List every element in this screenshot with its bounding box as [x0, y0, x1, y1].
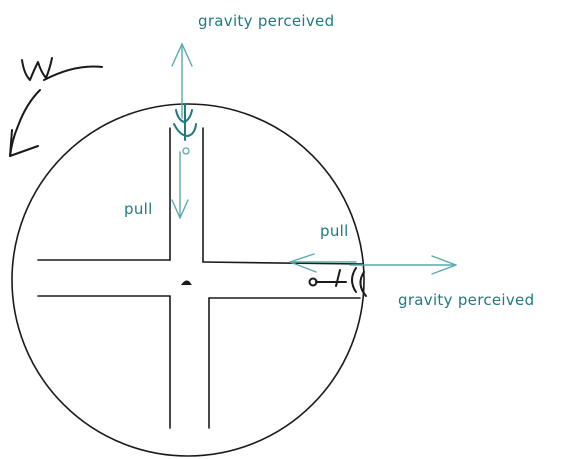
rotation-arrow: [9, 65, 103, 157]
arrowhead: [431, 255, 457, 275]
figure-top: [173, 103, 197, 155]
center-hub: [180, 280, 192, 285]
corridor-wall: [202, 261, 363, 265]
omega-glyph: [21, 57, 53, 81]
gravity-perceived-top-label: gravity perceived: [198, 12, 335, 30]
figure-right: [308, 267, 367, 297]
station-ring: [11, 103, 365, 457]
rotation-arrowhead: [9, 129, 39, 157]
rotation-mark: [9, 57, 103, 157]
force-arrows: [171, 43, 457, 275]
corridors: [37, 127, 363, 429]
pull-left-label: pull: [124, 200, 153, 218]
gravity-perceived-right-label: gravity perceived: [398, 291, 535, 309]
pull-right-label: pull: [320, 222, 349, 240]
arrowhead: [171, 43, 193, 67]
arrowhead: [289, 253, 317, 273]
arrowhead: [171, 199, 189, 219]
